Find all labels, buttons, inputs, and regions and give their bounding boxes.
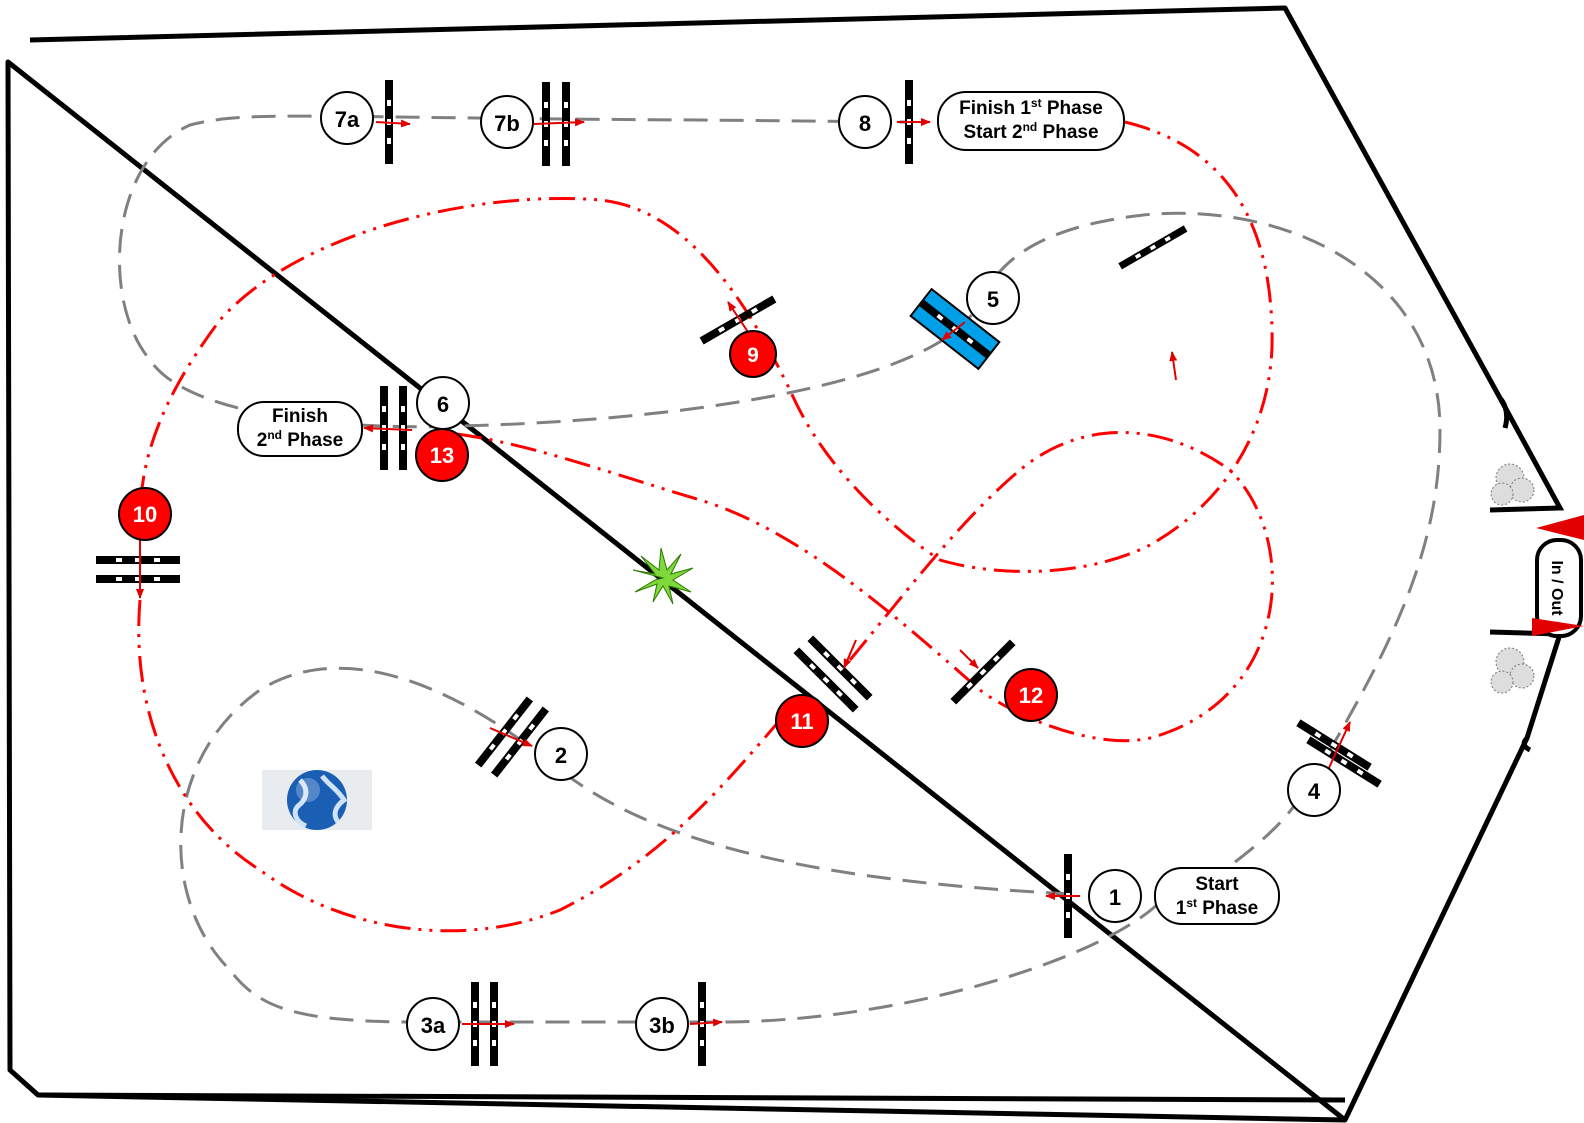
fence-13: 13 bbox=[415, 428, 469, 482]
phase2-track bbox=[439, 430, 1274, 743]
fence-5: 5 bbox=[909, 271, 1020, 371]
fence-12: 12 bbox=[950, 639, 1058, 722]
svg-text:1st Phase: 1st Phase bbox=[1176, 896, 1259, 919]
fence-number: 9 bbox=[747, 344, 759, 367]
fence-3b: 3b bbox=[635, 982, 723, 1066]
svg-text:Finish: Finish bbox=[272, 406, 328, 427]
entrance-gate: In / Out bbox=[1489, 396, 1584, 753]
fence-number: 3b bbox=[649, 1013, 675, 1038]
fence-6: 6 bbox=[380, 376, 470, 470]
fence-11: 11 bbox=[775, 635, 873, 748]
phase1-track bbox=[179, 666, 1162, 1024]
fence-7b: 7b bbox=[480, 82, 585, 166]
fence-number: 10 bbox=[133, 502, 157, 527]
fence-number: 8 bbox=[859, 111, 871, 136]
phase2-track bbox=[138, 120, 1274, 573]
plant-icon bbox=[632, 547, 694, 605]
fence-number: 1 bbox=[1109, 885, 1121, 910]
shrub-icon bbox=[1490, 647, 1535, 694]
svg-text:Finish 1st Phase: Finish 1st Phase bbox=[959, 96, 1103, 119]
fence-1: 1 bbox=[1045, 854, 1142, 938]
phase1-track bbox=[117, 114, 1442, 864]
arena-boundary-closing bbox=[37, 1092, 1346, 1103]
fence-number: 2 bbox=[555, 743, 567, 768]
fence-number: 3a bbox=[421, 1013, 446, 1038]
shrub-icon bbox=[1490, 463, 1535, 506]
fence-number: 7b bbox=[494, 111, 520, 136]
fence-number: 7a bbox=[335, 107, 360, 132]
fence-7a: 7a bbox=[320, 80, 411, 164]
fence-9: 9 bbox=[699, 295, 777, 378]
fence-number: 12 bbox=[1019, 683, 1043, 708]
fence-4: 4 bbox=[1287, 719, 1382, 817]
fence-number: 13 bbox=[430, 443, 454, 468]
fence-number: 5 bbox=[987, 287, 999, 312]
in-out-label: In / Out bbox=[1548, 560, 1565, 616]
fence-number: 4 bbox=[1308, 779, 1321, 804]
svg-text:2nd Phase: 2nd Phase bbox=[257, 428, 344, 451]
phase2-track bbox=[137, 599, 782, 933]
fence-number: 6 bbox=[437, 392, 449, 417]
finish-2nd-phase-label: Finish 2nd Phase bbox=[237, 401, 363, 457]
svg-text:Start 2nd Phase: Start 2nd Phase bbox=[963, 120, 1098, 143]
start-1st-phase-label: Start 1st Phase bbox=[1154, 867, 1280, 925]
fence-unnumbered bbox=[1118, 225, 1188, 381]
fence-2: 2 bbox=[474, 696, 588, 781]
finish-1st-start-2nd-label: Finish 1st Phase Start 2nd Phase bbox=[937, 91, 1125, 151]
fence-10: 10 bbox=[96, 487, 180, 599]
fence-8: 8 bbox=[838, 80, 931, 164]
svg-text:Start: Start bbox=[1195, 874, 1239, 895]
globe-icon bbox=[262, 770, 372, 830]
fence-number: 11 bbox=[790, 709, 813, 734]
arena-boundary bbox=[5, 5, 1530, 1123]
fence-3a: 3a bbox=[406, 982, 515, 1066]
